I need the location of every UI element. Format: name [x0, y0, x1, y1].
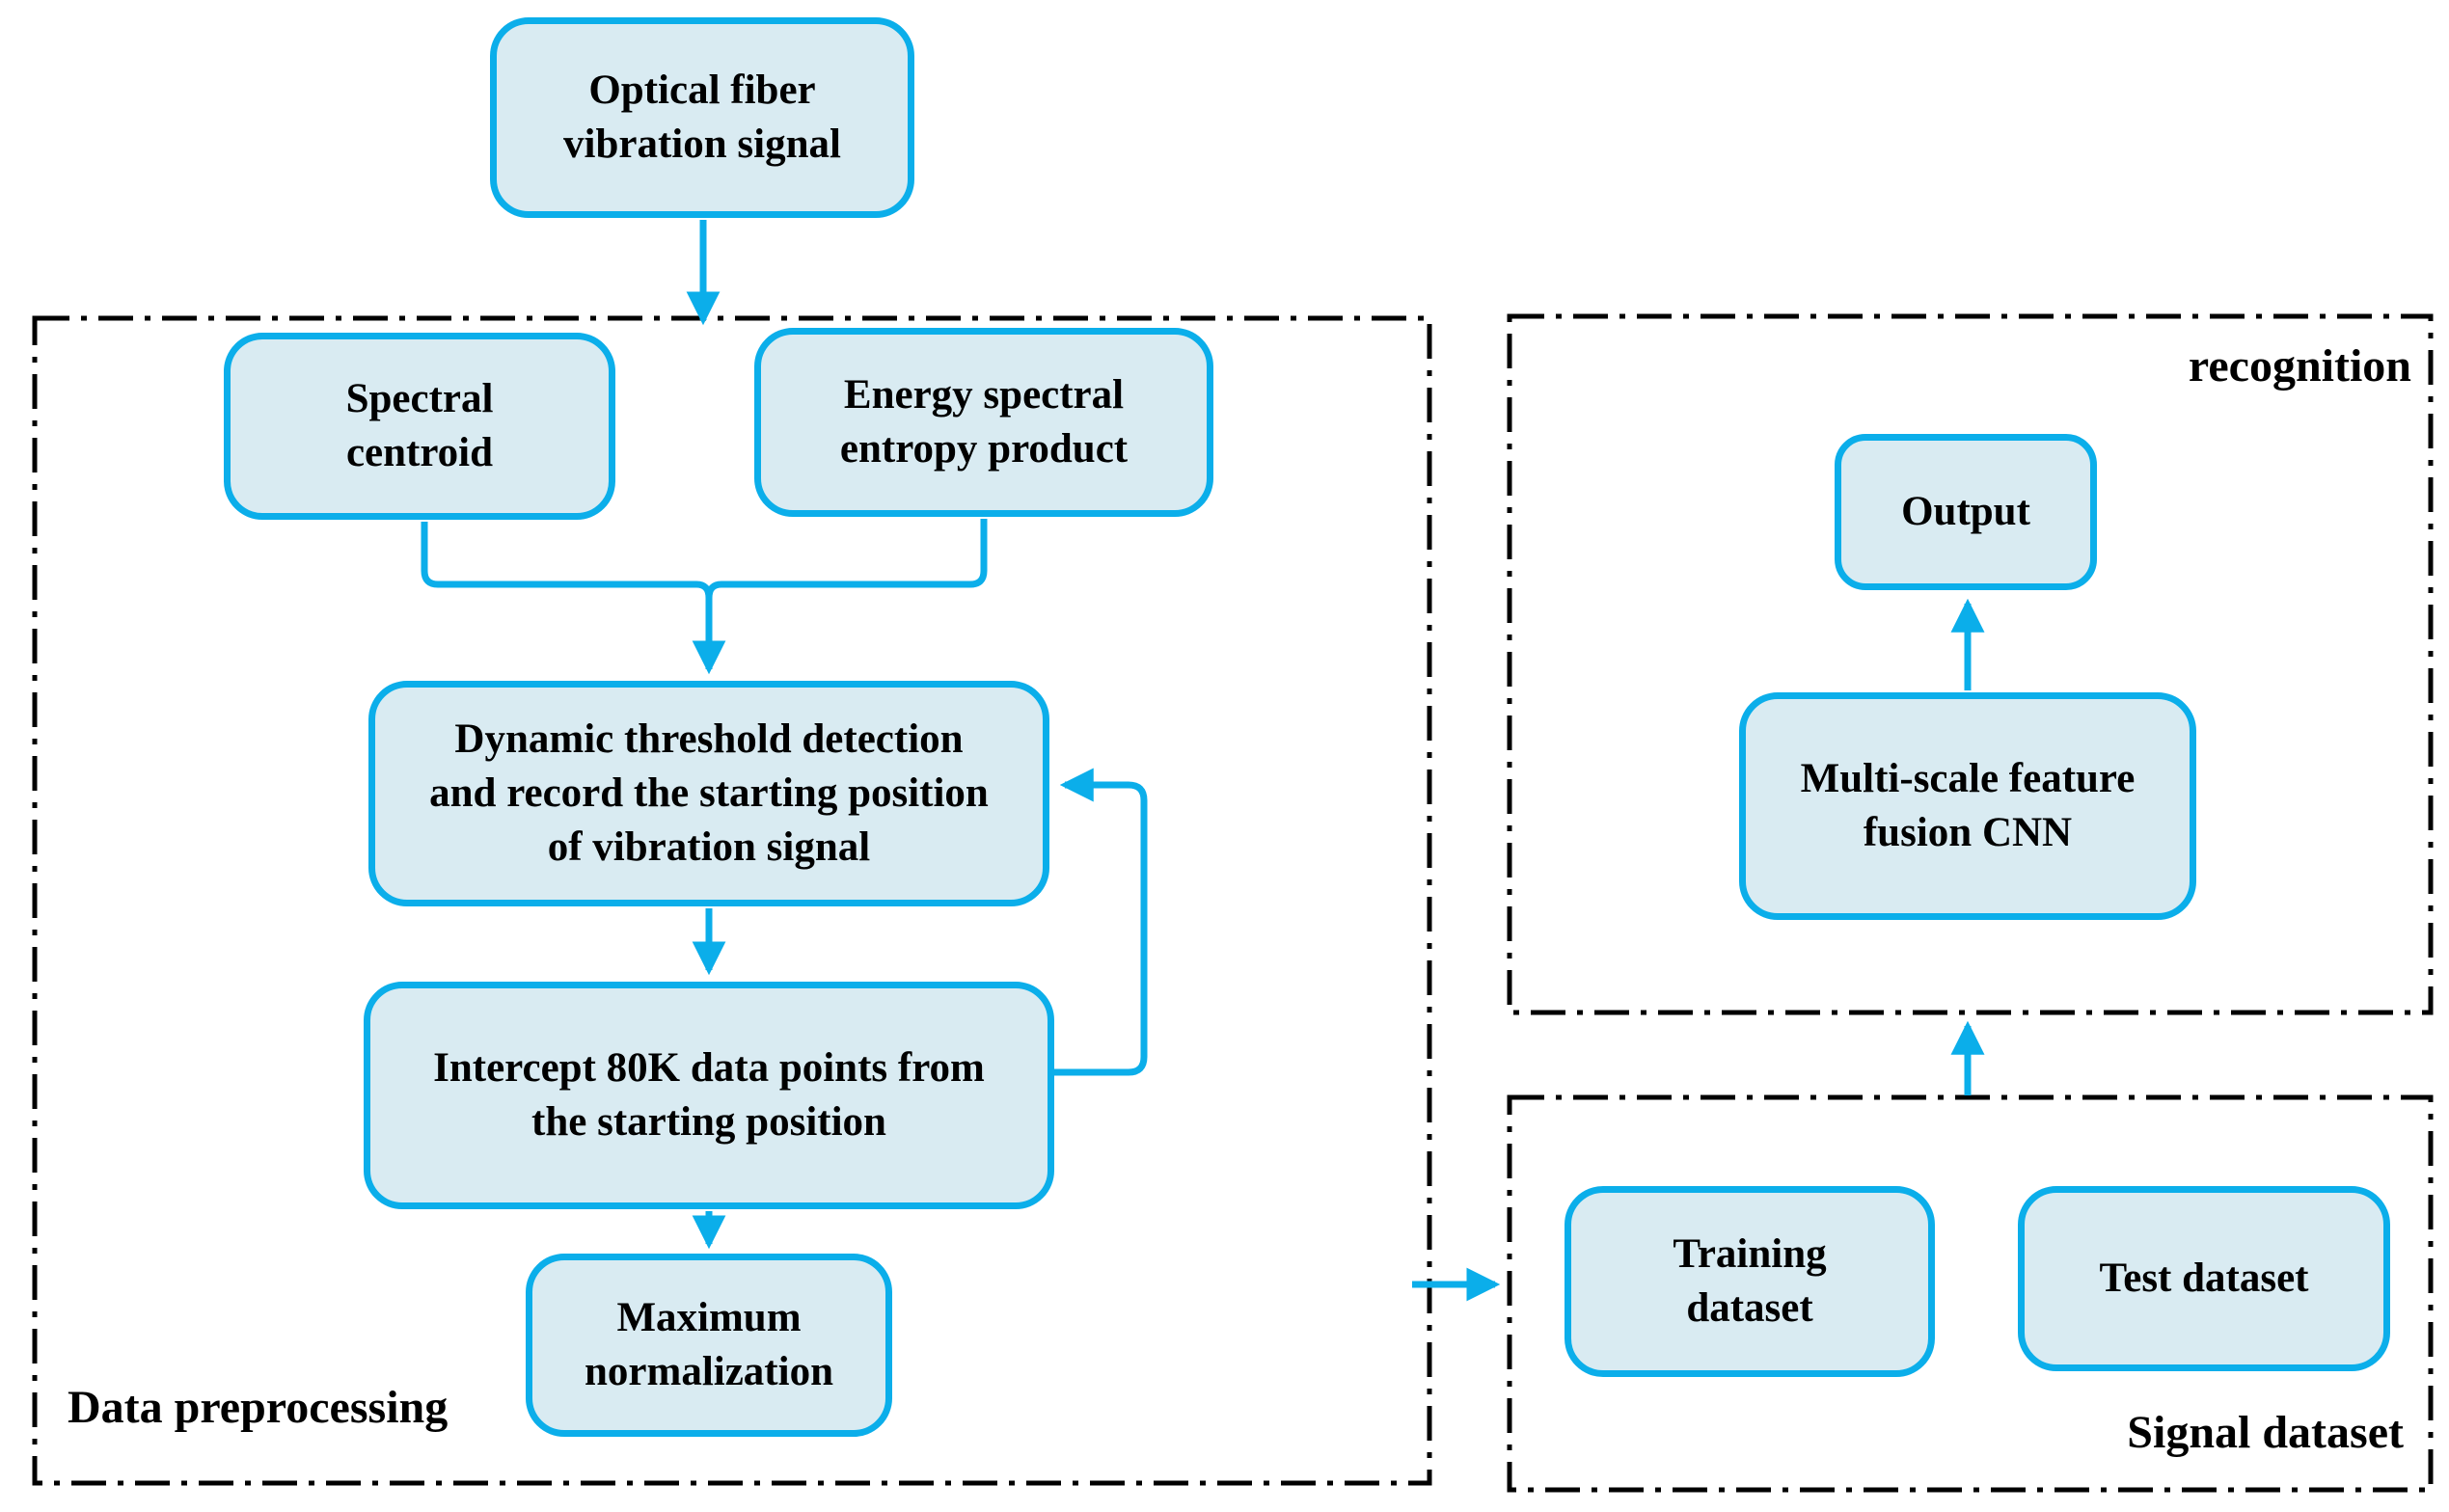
node-dynamic-threshold-detection: Dynamic threshold detection and record t… — [368, 681, 1049, 906]
node-maximum-normalization: Maximum normalization — [526, 1254, 892, 1437]
connector-spectral-merge-down — [421, 522, 726, 675]
node-multi-scale-feature-fusion-cnn: Multi-scale feature fusion CNN — [1739, 692, 2196, 920]
arrow-feedback-intercept-to-dynamic — [1053, 768, 1148, 1076]
signal-dataset-container — [1507, 1094, 2434, 1493]
node-optical-fiber-vibration-signal: Optical fiber vibration signal — [490, 17, 914, 218]
node-test-dataset: Test dataset — [2018, 1186, 2390, 1371]
label-recognition: recognition — [2188, 340, 2411, 392]
node-spectral-centroid: Spectral centroid — [224, 333, 615, 520]
node-training-dataset: Training dataset — [1565, 1186, 1935, 1377]
node-intercept-80k-data-points: Intercept 80K data points from the start… — [364, 982, 1054, 1209]
label-data-preprocessing: Data preprocessing — [68, 1382, 449, 1433]
node-energy-spectral-entropy-product: Energy spectral entropy product — [754, 328, 1213, 517]
data-preprocessing-container — [32, 315, 1432, 1486]
node-output: Output — [1835, 434, 2097, 590]
connector-energy-merge — [705, 519, 988, 599]
recognition-container — [1507, 313, 2434, 1015]
label-signal-dataset: Signal dataset — [2127, 1407, 2404, 1458]
